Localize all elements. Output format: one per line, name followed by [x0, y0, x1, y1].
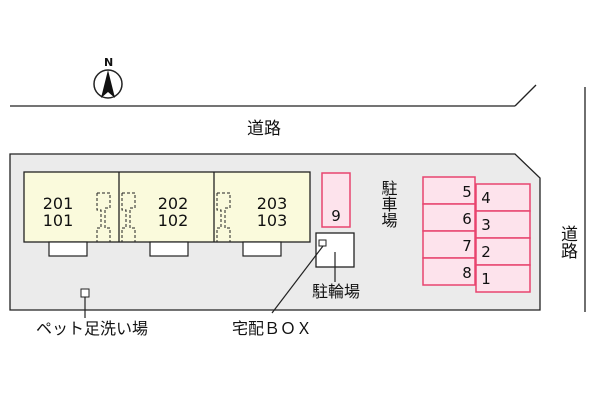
road-edge-top-corner [514, 84, 537, 107]
parking-stall-8-label: 8 [462, 264, 472, 282]
parking-stall-3 [475, 210, 531, 239]
compass-north-label: N [104, 56, 113, 69]
parking-label: 駐車場 [379, 180, 398, 229]
apartment-building: 201 101 202 102 203 103 [23, 171, 311, 257]
parking-stall-7-label: 7 [462, 237, 472, 255]
parking-stall-1-label: 1 [481, 270, 491, 288]
parking-stall-8 [422, 257, 476, 286]
north-compass-icon: N [93, 56, 123, 99]
parking-stall-2 [475, 237, 531, 266]
road-label-right: 道路 [557, 225, 578, 259]
parking-stall-4-label: 4 [481, 189, 491, 207]
delivery-box-label: 宅配ＢＯＸ [232, 319, 312, 338]
parking-stall-9-label: 9 [331, 207, 341, 225]
bicycle-parking-label: 駐輪場 [312, 282, 360, 301]
unit-101-label: 101 [43, 211, 74, 230]
delivery-box: 宅配ＢＯＸ [232, 245, 324, 338]
unit-103-label: 103 [257, 211, 288, 230]
unit-202-label: 202 [158, 194, 189, 213]
parking-stall-9: 9 [321, 172, 351, 228]
bicycle-parking: 駐輪場 [312, 232, 360, 301]
parking-stall-5-label: 5 [462, 183, 472, 201]
pet-wash-area: ペット足洗い場 [36, 288, 148, 338]
parking-stall-6-label: 6 [462, 210, 472, 228]
pet-wash-label: ペット足洗い場 [36, 319, 148, 338]
parking-stall-3-label: 3 [481, 216, 491, 234]
parking-stall-2-label: 2 [481, 243, 491, 261]
parking-stall-1 [475, 264, 531, 293]
unit-102-label: 102 [158, 211, 189, 230]
unit-201-label: 201 [43, 194, 74, 213]
road-label-top: 道路 [247, 119, 281, 139]
unit-203-label: 203 [257, 194, 288, 213]
